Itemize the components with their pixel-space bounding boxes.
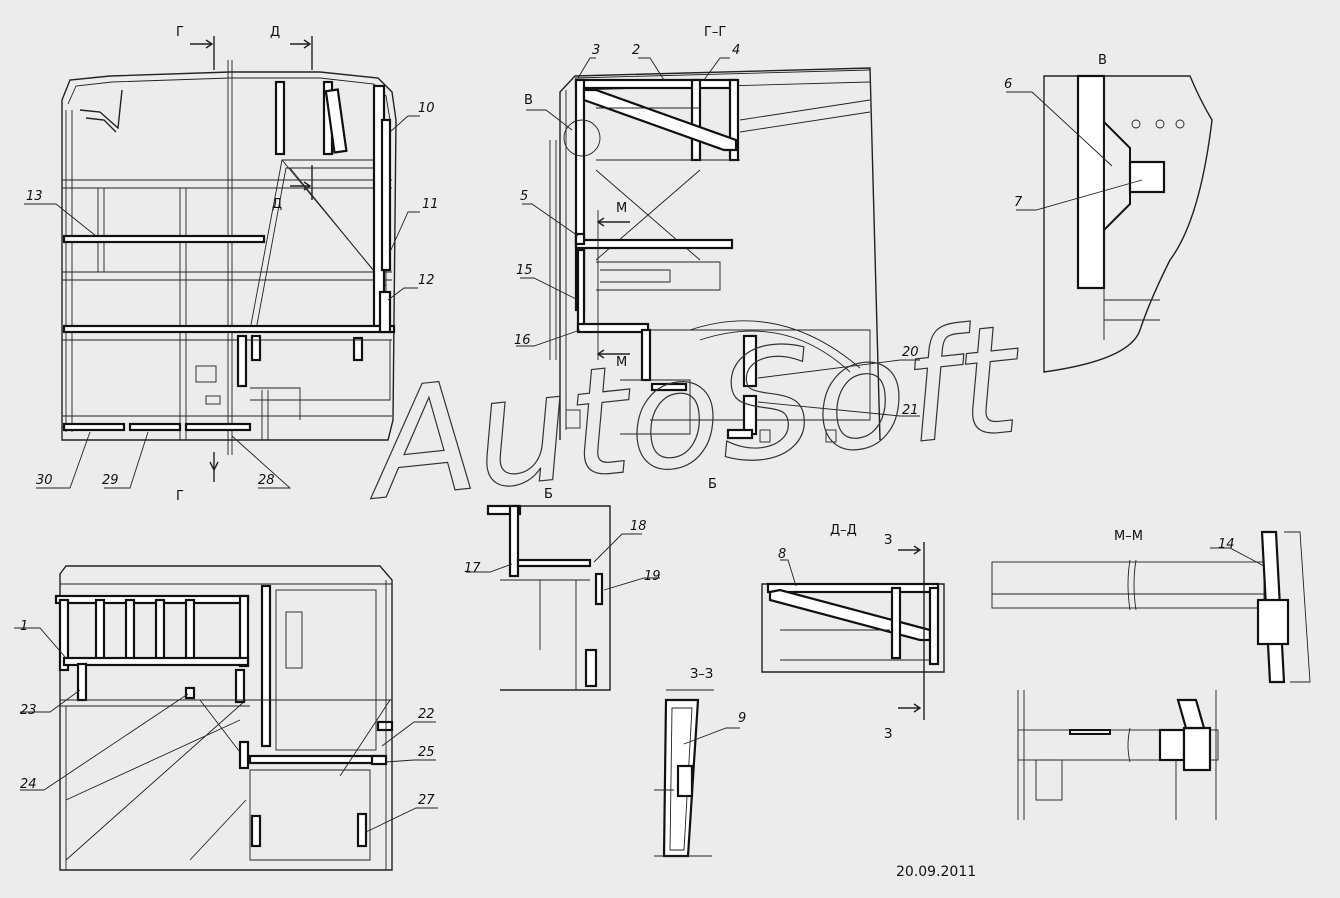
section-gg-view — [549, 67, 881, 443]
front-frame-view — [61, 36, 397, 482]
section-dd-view — [761, 542, 945, 720]
callout-13: 13 — [26, 189, 43, 204]
callout-16: 16 — [514, 333, 531, 348]
callout-1: 1 — [20, 619, 28, 634]
callout-7: 7 — [1014, 195, 1023, 210]
callout-29: 29 — [102, 473, 119, 488]
callout-2: 2 — [632, 43, 640, 58]
callout-14: 14 — [1218, 537, 1235, 552]
callout-10: 10 — [418, 101, 435, 116]
section-label-m-bottom: М — [616, 355, 627, 370]
callout-22: 22 — [418, 707, 435, 722]
callout-21: 21 — [902, 403, 919, 418]
section-title-mm: М–М — [1114, 529, 1143, 544]
callout-11: 11 — [422, 197, 439, 212]
section-label-z-top: З — [884, 533, 892, 548]
section-label-v-left: В — [524, 93, 533, 108]
section-label-d-top: Д — [270, 25, 280, 40]
section-label-g-top: Г — [176, 25, 184, 40]
drawing-date: 20.09.2011 — [896, 864, 976, 880]
callout-8: 8 — [778, 547, 786, 562]
lower-frame-view — [54, 565, 394, 871]
callout-25: 25 — [418, 745, 435, 760]
view-b — [486, 504, 611, 691]
callout-18: 18 — [630, 519, 647, 534]
leader-lines — [14, 57, 1265, 833]
section-label-m-top: М — [616, 201, 627, 216]
callout-numbers: 1 2 3 4 5 6 7 8 9 10 11 12 13 14 15 16 1… — [20, 43, 1235, 808]
callout-20: 20 — [902, 345, 919, 360]
callout-30: 30 — [36, 473, 53, 488]
section-title-b: Б — [544, 487, 553, 502]
watermark: AutoSoft — [356, 292, 1031, 534]
callout-4: 4 — [732, 43, 740, 58]
callout-27: 27 — [418, 793, 435, 808]
section-mm-view — [991, 530, 1311, 820]
callout-17: 17 — [464, 561, 481, 576]
detail-v-view — [1043, 74, 1213, 373]
callout-5: 5 — [520, 189, 528, 204]
section-label-b-arrow: Б — [708, 477, 717, 492]
callout-24: 24 — [20, 777, 37, 792]
section-title-zz: З–З — [690, 667, 713, 682]
section-label-z-bottom: З — [884, 727, 892, 742]
section-title-dd: Д–Д — [830, 523, 857, 538]
callout-6: 6 — [1004, 77, 1012, 92]
callout-23: 23 — [20, 703, 37, 718]
section-title-v: В — [1098, 53, 1107, 68]
callout-3: 3 — [592, 43, 600, 58]
section-label-d-mid: Д — [272, 197, 282, 212]
section-label-g-bottom: Г — [176, 489, 184, 504]
section-title-gg: Г–Г — [704, 25, 726, 40]
section-zz-view — [654, 689, 714, 858]
callout-9: 9 — [738, 711, 746, 726]
section-labels: Г Д Д Г Г–Г В В М М Б Б Д–Д З З З–З М–М — [176, 25, 1143, 742]
callout-19: 19 — [644, 569, 661, 584]
callout-28: 28 — [258, 473, 275, 488]
callout-12: 12 — [418, 273, 435, 288]
callout-15: 15 — [516, 263, 533, 278]
